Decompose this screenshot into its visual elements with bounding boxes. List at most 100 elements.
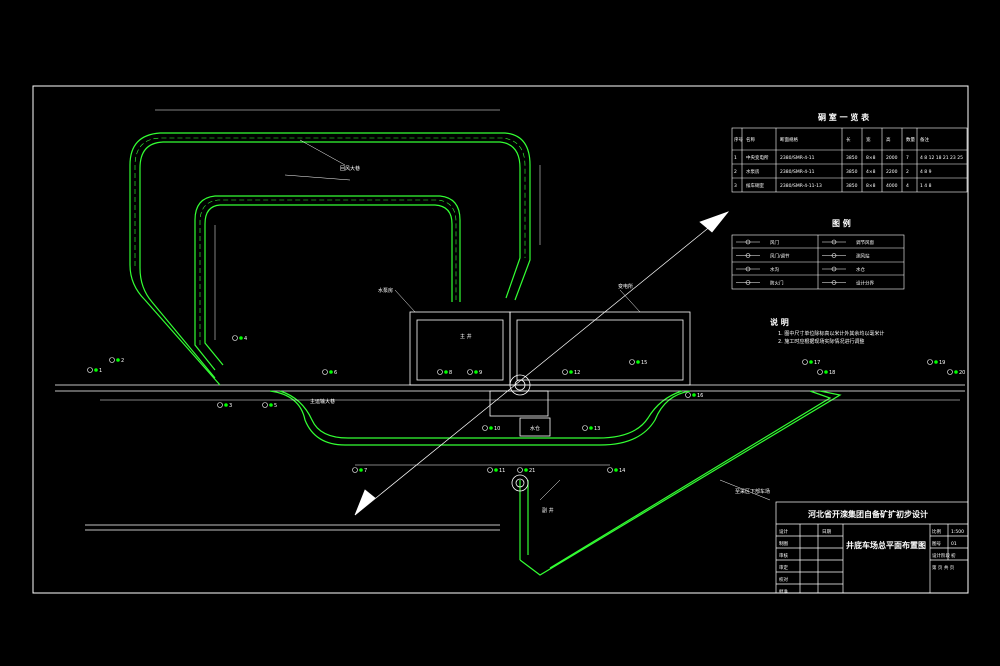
table-cell: 8×8 xyxy=(866,183,876,189)
title-block-row-label: 设计 xyxy=(779,528,788,535)
title-block-row-label: 批准 xyxy=(779,588,788,595)
station-label: 3 xyxy=(229,403,232,409)
green-roadway-upper-loop xyxy=(129,132,531,386)
table-cell: 2380/SMR-4-11-13 xyxy=(780,183,822,189)
station-label: 12 xyxy=(574,370,580,376)
table-cell: 4 8 9 xyxy=(920,169,932,175)
title-block-date-header: 日期 xyxy=(822,529,831,535)
lower-track xyxy=(85,524,500,531)
title-block-drawing-title: 井底车场总平面布置图 xyxy=(846,540,926,550)
table-header-cell: 名称 xyxy=(746,136,755,143)
station-label: 8 xyxy=(449,370,452,376)
station-label: 20 xyxy=(959,370,965,376)
title-block-right-label: 比例 xyxy=(932,528,941,535)
notes-line-2: 2. 施工时应根据现场实际情况进行调整 xyxy=(778,338,864,345)
legend-item: 设计分界 xyxy=(822,280,874,287)
label-to-panel: 至采区下部车场 xyxy=(735,488,770,495)
svg-text:风门/调节: 风门/调节 xyxy=(770,253,790,260)
dimension-lines xyxy=(100,109,960,466)
legend-item: 调节风窗 xyxy=(822,239,874,246)
table-cell: 水泵房 xyxy=(746,168,760,175)
label-sump: 水仓 xyxy=(530,425,540,432)
svg-text:设计分界: 设计分界 xyxy=(856,280,874,287)
drawing-frame-outer xyxy=(32,85,969,594)
station-label: 2 xyxy=(121,358,124,364)
table-header-cell: 序号 xyxy=(734,136,743,143)
title-block-row-label: 制图 xyxy=(779,540,788,547)
table-cell: 3 xyxy=(734,183,737,189)
table-cell: 2000 xyxy=(886,155,898,161)
table-cell: 2200 xyxy=(886,169,898,175)
table-header-cell: 宽 xyxy=(866,136,871,143)
station-marker: 16 xyxy=(685,392,703,399)
legend-item: 测风站 xyxy=(822,253,870,260)
table-header-cell: 高 xyxy=(886,136,891,143)
station-label: 7 xyxy=(364,468,367,474)
station-marker: 9 xyxy=(467,369,482,376)
label-main-shaft: 主 井 xyxy=(460,333,472,340)
table-header-cell: 数量 xyxy=(906,136,915,143)
station-marker: 21 xyxy=(517,467,535,474)
notes-block: 说 明 1. 图中尺寸单位除标高以米计外其余均以毫米计 2. 施工时应根据现场实… xyxy=(770,317,884,345)
station-label: 18 xyxy=(829,370,835,376)
table-cell: 1 xyxy=(734,155,737,161)
table-cell: 2 xyxy=(734,169,737,175)
table-cell: 3850 xyxy=(846,183,858,189)
title-block-right-label: 设计阶段 xyxy=(932,552,950,559)
station-label: 11 xyxy=(499,468,505,474)
station-marker: 11 xyxy=(487,467,505,474)
station-marker: 13 xyxy=(582,425,600,432)
green-roadway-lower-bypass xyxy=(269,390,691,446)
table-cell: 4 xyxy=(906,183,909,189)
legend-item: 水沟 xyxy=(736,266,779,273)
table-cell: 中央变电所 xyxy=(746,154,769,161)
title-block-right-value: 初 xyxy=(951,552,956,559)
table-cell: 7 xyxy=(906,155,909,161)
label-main-track: 主运输大巷 xyxy=(310,398,335,405)
table-cell: 2380/SMR-4-11 xyxy=(780,169,815,175)
svg-text:水仓: 水仓 xyxy=(856,266,865,273)
station-marker: 15 xyxy=(629,359,647,366)
station-label: 9 xyxy=(479,370,482,376)
station-marker: 8 xyxy=(437,369,452,376)
chamber-buildings xyxy=(409,311,691,492)
label-substation: 变电所 xyxy=(618,283,633,290)
station-marker: 12 xyxy=(562,369,580,376)
table-cell: 3850 xyxy=(846,155,858,161)
green-roadway-diagonal xyxy=(519,390,842,576)
legend-item: 防火门 xyxy=(736,280,784,287)
title-block: 河北省开滦集团自备矿扩初步设计 井底车场总平面布置图 日期 设计制图审核审定校对… xyxy=(775,501,969,595)
station-label: 4 xyxy=(244,336,247,342)
table-header-cell: 备注 xyxy=(920,136,929,143)
station-marker: 2 xyxy=(109,357,124,364)
svg-text:测风站: 测风站 xyxy=(856,253,870,260)
legend-title: 图 例 xyxy=(832,218,851,228)
station-label: 6 xyxy=(334,370,337,376)
roadway-table-title: 硐 室 一 览 表 xyxy=(818,112,870,122)
title-block-row-label: 校对 xyxy=(779,576,788,583)
green-roadway-centreline xyxy=(134,137,526,345)
station-label: 5 xyxy=(274,403,277,409)
table-cell: 4×8 xyxy=(866,169,876,175)
legend-item: 水仓 xyxy=(822,266,865,273)
station-label: 17 xyxy=(814,360,820,366)
leader-lines xyxy=(284,139,771,501)
station-marker: 7 xyxy=(352,467,367,474)
svg-text:调节风窗: 调节风窗 xyxy=(856,239,874,246)
svg-text:水沟: 水沟 xyxy=(770,266,779,273)
station-label: 15 xyxy=(641,360,647,366)
table-cell: 3850 xyxy=(846,169,858,175)
station-marker: 17 xyxy=(802,359,820,366)
survey-diagonal xyxy=(354,211,730,516)
svg-text:风门: 风门 xyxy=(770,239,779,246)
station-marker: 5 xyxy=(262,402,277,409)
title-block-right-label: 图号 xyxy=(932,541,941,547)
title-block-right-value: 1:500 xyxy=(951,529,964,535)
table-cell: 1 4 8 xyxy=(920,183,932,189)
table-cell: 2 xyxy=(906,169,909,175)
svg-text:防火门: 防火门 xyxy=(770,280,784,287)
